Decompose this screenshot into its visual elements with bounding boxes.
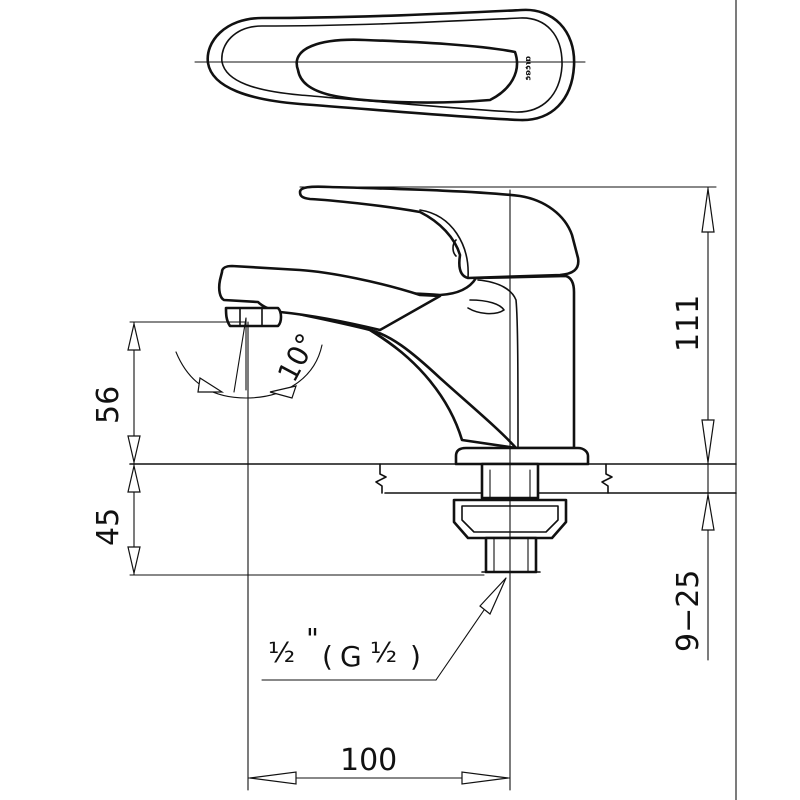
right-dimensions: 111 9−25	[299, 186, 717, 661]
thread-close-paren: )	[410, 640, 421, 673]
dim-45-arrow-bottom	[127, 546, 141, 574]
spout-angle-line	[233, 317, 247, 393]
dim-100-label: 100	[340, 743, 397, 778]
thread-g-label: G	[340, 640, 362, 673]
dim-45-label: 45	[91, 508, 126, 546]
bottom-dimension: 100	[247, 321, 511, 791]
dim-111-arrow-bottom	[701, 419, 715, 463]
dim-111-arrow-top	[701, 188, 715, 233]
top-view-handle-outline	[206, 8, 576, 122]
lock-nut-inner	[461, 505, 559, 533]
body-collar	[467, 299, 505, 315]
handle-pivot-mark	[452, 239, 457, 257]
dim-925-arrow	[701, 494, 715, 531]
counter-break-right	[601, 463, 613, 494]
spout-lower-curve	[368, 328, 518, 450]
spout	[217, 264, 442, 332]
dim-111-label: 111	[671, 295, 706, 352]
dim-100-arrow-right	[461, 771, 509, 785]
brand-mark: ɑɩɕɞɕ	[524, 56, 533, 81]
angle-arc	[175, 344, 323, 399]
top-view-handle-inner	[221, 17, 563, 113]
dim-56-arrow-top	[127, 323, 141, 351]
angle-arrow-left	[197, 376, 225, 393]
counter-break-left	[375, 463, 387, 494]
dim-45-arrow-top	[127, 465, 141, 493]
dim-925-label: 9−25	[671, 570, 706, 652]
top-view-grip-recess	[295, 38, 519, 104]
base-flange	[454, 446, 590, 466]
angle-annotation: 10°	[175, 317, 323, 399]
angle-label: 10°	[271, 328, 323, 387]
thread-leader-arrow	[479, 577, 507, 615]
dim-56-arrow-bottom	[127, 435, 141, 463]
handle-lever	[298, 185, 580, 280]
thread-open-paren: (	[322, 640, 333, 673]
thread-callout: ½ " ( G ½ )	[261, 577, 507, 681]
side-view	[129, 185, 737, 601]
angle-arrow-right	[269, 385, 297, 399]
body-front-edge	[477, 279, 519, 449]
thread-inch-mark: "	[306, 622, 319, 655]
dim-56-label: 56	[91, 386, 126, 424]
left-dimensions: 56 45	[91, 321, 485, 576]
dim-100-arrow-left	[249, 771, 297, 785]
thread-fraction-2: ½	[370, 636, 397, 669]
top-view: ɑɩɕɞɕ	[194, 8, 586, 122]
handle-inner-edge	[419, 209, 469, 279]
thread-fraction-1: ½	[268, 636, 295, 669]
aerator	[224, 306, 283, 328]
